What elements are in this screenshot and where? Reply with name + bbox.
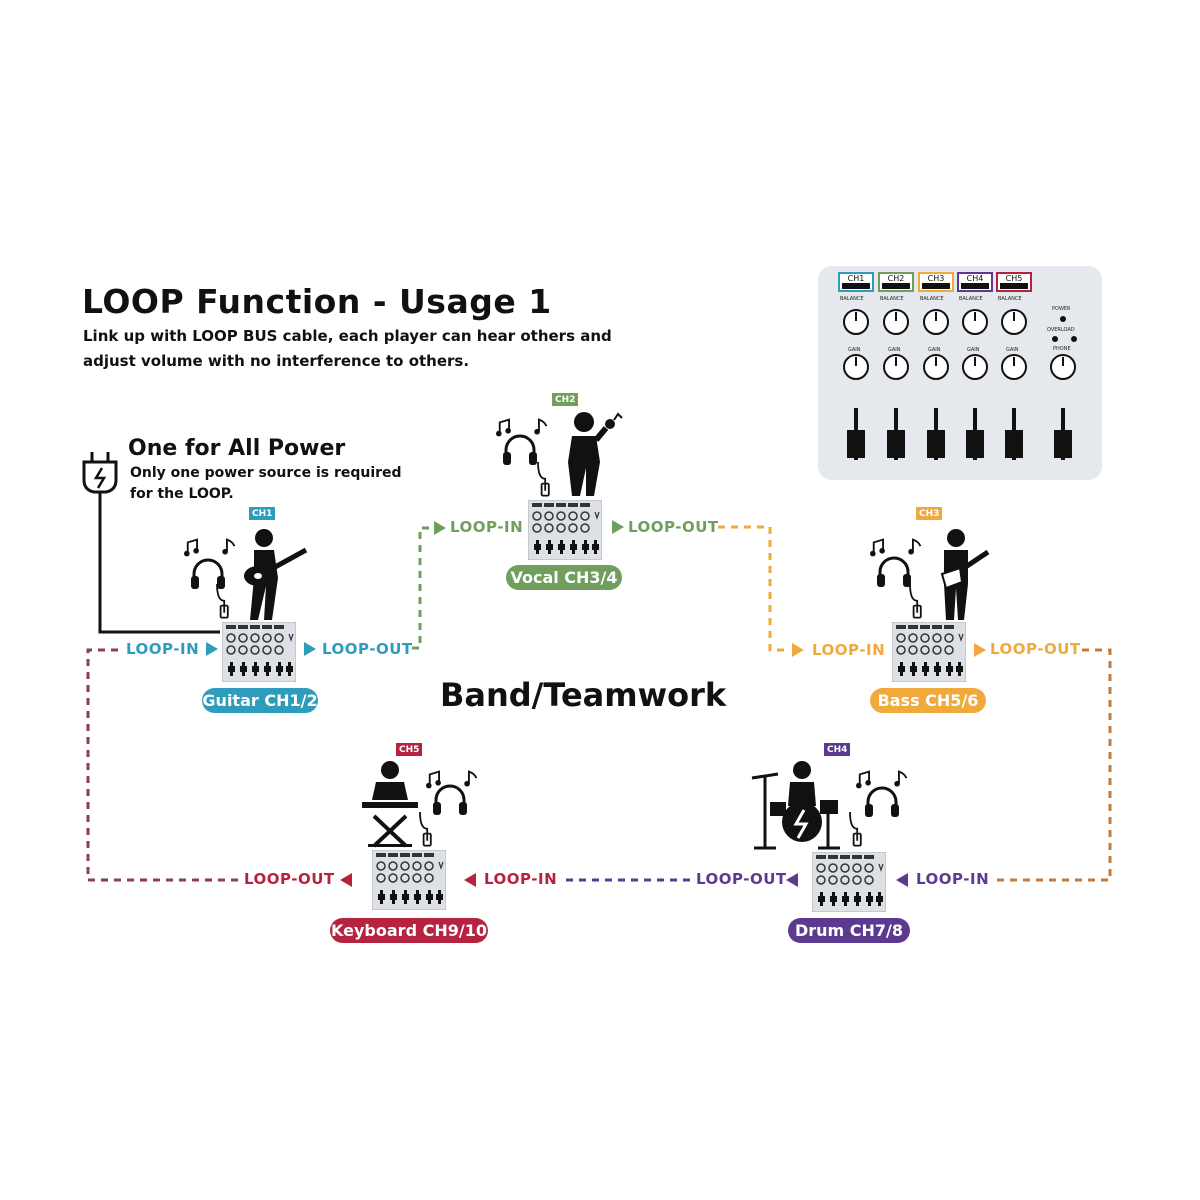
mixer-balance-label: BALANCE — [840, 296, 864, 302]
vocal-loop-out-label: LOOP-OUT — [628, 518, 719, 536]
mixer-channel-name: CH3 — [927, 274, 945, 283]
drummer-icon — [751, 761, 840, 850]
mixer-channel-2-label: CH2 — [878, 272, 914, 292]
mixer-gain-label: GAIN — [967, 347, 980, 353]
overload-led-left — [1052, 336, 1058, 342]
mixer-channel-name: CH2 — [887, 274, 905, 283]
gain-knob-5[interactable] — [1001, 354, 1027, 380]
singer-icon — [568, 412, 623, 496]
balance-knob-1[interactable] — [843, 309, 869, 335]
loop-line-keyboard-guitar — [86, 648, 238, 882]
loop-line-guitar-vocal — [412, 526, 432, 650]
cable-icon — [534, 462, 554, 498]
cable-icon — [210, 584, 236, 620]
power-desc-line-1: Only one power source is required — [130, 465, 402, 481]
mixer-device-icon — [372, 850, 446, 910]
fader-knob-3[interactable] — [927, 430, 945, 458]
loop-line-vocal-bass — [718, 525, 790, 652]
fader-knob-5[interactable] — [1005, 430, 1023, 458]
mixer-device-icon — [222, 622, 296, 682]
power-label: POWER — [1052, 306, 1071, 312]
headphones-icon — [430, 780, 470, 820]
phone-knob[interactable] — [1050, 354, 1076, 380]
mixer-channel-name: CH4 — [966, 274, 984, 283]
guitar-loop-out-label: LOOP-OUT — [322, 640, 413, 658]
keyboard-name-pill: Keyboard CH9/10 — [330, 918, 488, 943]
power-desc-line-2: for the LOOP. — [130, 486, 234, 502]
bass-loop-out-label: LOOP-OUT — [990, 640, 1081, 658]
bassist-icon — [940, 529, 990, 620]
bass-name-pill: Bass CH5/6 — [870, 688, 986, 713]
overload-led-right — [1071, 336, 1077, 342]
mixer-balance-label: BALANCE — [959, 296, 983, 302]
keyboardist-icon — [362, 761, 418, 848]
mixer-channel-strip — [961, 283, 989, 289]
gain-knob-3[interactable] — [923, 354, 949, 380]
power-plug-icon — [82, 452, 118, 494]
drum-loop-out-label: LOOP-OUT — [696, 870, 787, 888]
overload-label: OVERLOAD — [1047, 327, 1075, 333]
mixer-device-icon — [528, 500, 602, 560]
drum-channel-tag: CH4 — [824, 743, 851, 756]
band-teamwork-label: Band/Teamwork — [440, 676, 727, 714]
keyboard-loop-in-label: LOOP-IN — [484, 870, 558, 888]
guitar-loop-in-label: LOOP-IN — [126, 640, 200, 658]
mixer-channel-name: CH5 — [1005, 274, 1023, 283]
mixer-channel-name: CH1 — [847, 274, 865, 283]
gain-knob-1[interactable] — [843, 354, 869, 380]
keyboard-channel-tag: CH5 — [396, 743, 423, 756]
mixer-balance-label: BALANCE — [880, 296, 904, 302]
loop-arrows — [206, 520, 986, 887]
mixer-channel-4-label: CH4 — [957, 272, 993, 292]
balance-knob-5[interactable] — [1001, 309, 1027, 335]
mixer-channel-strip — [922, 283, 950, 289]
fader-knob-4[interactable] — [966, 430, 984, 458]
power-cable — [98, 492, 220, 634]
mixer-channel-strip — [882, 283, 910, 289]
master-fader-knob[interactable] — [1054, 430, 1072, 458]
power-title: One for All Power — [128, 436, 346, 461]
balance-knob-4[interactable] — [962, 309, 988, 335]
fader-knob-2[interactable] — [887, 430, 905, 458]
mixer-balance-label: BALANCE — [998, 296, 1022, 302]
gain-knob-4[interactable] — [962, 354, 988, 380]
vocal-channel-tag: CH2 — [552, 393, 579, 406]
cable-icon — [906, 584, 926, 620]
gain-knob-2[interactable] — [883, 354, 909, 380]
mixer-gain-label: GAIN — [888, 347, 901, 353]
mixer-device-icon — [892, 622, 966, 682]
subtitle-line-2: adjust volume with no interference to ot… — [83, 352, 470, 370]
cable-icon — [846, 812, 866, 848]
guitar-channel-tag: CH1 — [249, 507, 276, 520]
mixer-device-icon — [812, 852, 886, 912]
guitar-name-pill: Guitar CH1/2 — [202, 688, 318, 713]
drum-loop-in-label: LOOP-IN — [916, 870, 990, 888]
page-title: LOOP Function - Usage 1 — [82, 282, 552, 321]
phone-label: PHONE — [1053, 346, 1071, 352]
bass-channel-tag: CH3 — [916, 507, 943, 520]
vocal-loop-in-label: LOOP-IN — [450, 518, 524, 536]
power-led — [1060, 316, 1066, 322]
balance-knob-2[interactable] — [883, 309, 909, 335]
mixer-channel-1-label: CH1 — [838, 272, 874, 292]
vocal-name-pill: Vocal CH3/4 — [506, 565, 622, 590]
balance-knob-3[interactable] — [923, 309, 949, 335]
mixer-gain-label: GAIN — [928, 347, 941, 353]
bass-loop-in-label: LOOP-IN — [812, 641, 886, 659]
mixer-gain-label: GAIN — [1006, 347, 1019, 353]
guitarist-icon — [244, 529, 308, 620]
mixer-channel-5-label: CH5 — [996, 272, 1032, 292]
mixer-channel-strip — [1000, 283, 1028, 289]
mixer-channel-3-label: CH3 — [918, 272, 954, 292]
mixer-gain-label: GAIN — [848, 347, 861, 353]
mixer-channel-strip — [842, 283, 870, 289]
mixer-balance-label: BALANCE — [920, 296, 944, 302]
fader-knob-1[interactable] — [847, 430, 865, 458]
subtitle-line-1: Link up with LOOP BUS cable, each player… — [83, 327, 612, 345]
keyboard-loop-out-label: LOOP-OUT — [244, 870, 335, 888]
loop-line-bass-drum — [995, 648, 1112, 882]
headphones-icon — [862, 782, 902, 822]
drum-name-pill: Drum CH7/8 — [788, 918, 910, 943]
